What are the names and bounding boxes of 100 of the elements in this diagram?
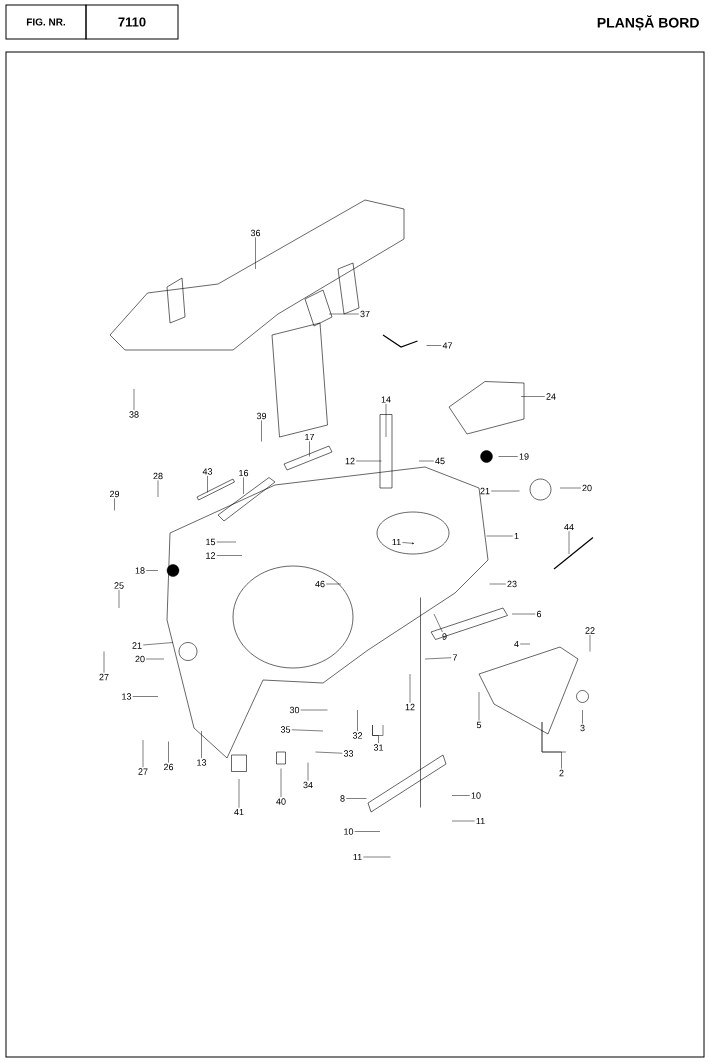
leader-line — [568, 531, 570, 555]
leader-line — [300, 709, 328, 711]
leader-line — [363, 856, 391, 858]
callout-number: 29 — [109, 490, 120, 498]
callout-number: 33 — [343, 750, 354, 757]
callout-number: 27 — [138, 768, 148, 775]
callout-number: 17 — [305, 433, 315, 441]
callout-number: 7 — [452, 654, 458, 661]
leader-line — [409, 673, 411, 703]
callout-number: 20 — [135, 655, 145, 663]
callout-number: 4 — [514, 640, 519, 648]
callout-number: 14 — [381, 396, 391, 403]
callout-number: 10 — [344, 828, 354, 835]
callout-number: 10 — [471, 792, 481, 799]
callout-number: 36 — [250, 229, 261, 237]
leader-line — [426, 345, 442, 346]
callout-number: 20 — [582, 484, 592, 492]
callout-number: 26 — [163, 763, 174, 771]
leader-line — [238, 778, 240, 808]
leader-line — [478, 691, 480, 721]
leader-line — [114, 498, 115, 511]
callout-number: 19 — [519, 453, 529, 460]
leader-line — [168, 741, 169, 763]
callout-number: 38 — [129, 411, 139, 418]
leader-line — [207, 475, 208, 493]
leader-line — [132, 696, 159, 697]
leader-line — [424, 657, 452, 660]
leader-line — [307, 762, 309, 781]
leader-line — [103, 651, 105, 673]
leader-line — [201, 730, 202, 759]
callout-number: 24 — [546, 393, 556, 400]
leader-line — [355, 460, 382, 462]
leader-line — [142, 739, 144, 768]
callout-number: 11 — [476, 817, 485, 825]
callout-number: 39 — [256, 412, 267, 420]
callout-number: 46 — [315, 580, 325, 588]
callout-number: 12 — [405, 703, 415, 711]
leader-line — [486, 535, 514, 537]
leader-line — [309, 441, 310, 457]
callout-number: 9 — [442, 633, 447, 640]
leader-line — [357, 709, 358, 732]
callout-number: 21 — [480, 487, 490, 495]
callout-number: 21 — [132, 642, 142, 649]
callout-number: 45 — [435, 457, 445, 465]
leader-line — [433, 613, 443, 633]
leader-line — [354, 831, 381, 832]
leader-line — [325, 583, 342, 585]
leader-line — [291, 729, 324, 732]
leader-line — [489, 583, 507, 585]
leader-line — [418, 460, 435, 462]
callout-number: 8 — [340, 795, 345, 802]
leader-line — [216, 555, 243, 556]
callout-number: 22 — [585, 627, 595, 634]
leader-line — [520, 396, 546, 397]
leader-line — [280, 768, 282, 798]
leader-line — [255, 237, 256, 270]
callout-number: 15 — [206, 538, 216, 546]
callout-number: 40 — [276, 798, 286, 805]
leader-line — [118, 589, 120, 609]
callout-number: 3 — [580, 724, 585, 732]
callout-number: 13 — [197, 759, 207, 766]
leader-line — [385, 403, 387, 438]
leader-line — [541, 721, 567, 769]
callout-number: 5 — [476, 721, 482, 729]
callout-number: 23 — [507, 580, 517, 588]
leader-line — [372, 724, 384, 744]
callout-number: 18 — [135, 567, 145, 574]
leader-line — [402, 542, 415, 545]
callout-number: 43 — [202, 468, 213, 475]
callout-number: 2 — [559, 769, 564, 777]
leader-line — [157, 480, 159, 498]
leader-line — [133, 388, 135, 411]
leader-line — [559, 487, 582, 489]
callout-number: 6 — [536, 610, 542, 618]
callout-number: 25 — [114, 582, 124, 589]
leader-line — [498, 456, 519, 457]
callout-number: 28 — [153, 472, 163, 480]
page-title: PLANȘĂ BORD — [597, 15, 699, 31]
leader-line — [451, 820, 475, 822]
leader-line — [145, 570, 159, 571]
leader-line — [142, 642, 174, 646]
leader-line — [145, 658, 165, 660]
leader-line — [261, 420, 262, 442]
callout-number: 47 — [442, 342, 453, 349]
leader-line — [243, 477, 244, 495]
callout-number: 30 — [289, 706, 300, 714]
header-cell: 7110 — [85, 4, 179, 40]
leader-line — [511, 613, 536, 615]
callout-number: 44 — [564, 523, 574, 531]
callout-number: 37 — [360, 310, 370, 318]
callout-number: 27 — [99, 673, 109, 681]
leader-line — [582, 709, 583, 724]
callout-number: 16 — [239, 469, 249, 477]
leader-line — [490, 490, 520, 492]
leader-line — [589, 634, 591, 652]
callout-number: 11 — [353, 853, 362, 861]
callout-number: 31 — [373, 744, 384, 751]
callout-number: 35 — [280, 726, 291, 733]
callout-number: 34 — [303, 781, 313, 789]
callout-number: 32 — [352, 732, 363, 739]
